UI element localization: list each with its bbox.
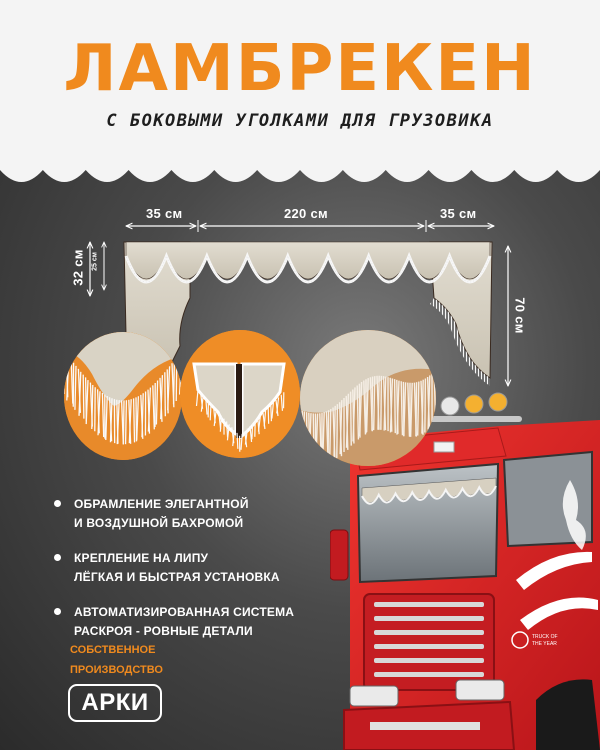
dimension-right: 70 см (512, 297, 528, 334)
feature-line: И ВОЗДУШНОЙ БАХРОМОЙ (74, 516, 244, 530)
bullet-dot-icon (54, 500, 61, 507)
truck-illustration: TRUCK OF THE YEAR (330, 392, 600, 750)
dimension-top-left: 35 см (146, 206, 183, 221)
scalloped-edge (0, 160, 600, 182)
own-production-label: СОБСТВЕННОЕ ПРОИЗВОДСТВО (70, 640, 163, 680)
page-subtitle: С БОКОВЫМИ УГОЛКАМИ ДЛЯ ГРУЗОВИКА (106, 111, 494, 131)
truck-badge-icon (511, 631, 529, 649)
detail-corner-closeup (180, 330, 300, 458)
dimension-left-outer: 32 см (70, 249, 86, 286)
corner-closeup-image (180, 330, 300, 458)
brand-logo: АРКИ (68, 684, 162, 722)
own-production-line2: ПРОИЗВОДСТВО (70, 664, 163, 676)
dimension-top-center: 220 см (284, 206, 328, 221)
bullet-dot-icon (54, 554, 61, 561)
feature-line: РАСКРОЯ - РОВНЫЕ ДЕТАЛИ (74, 624, 253, 638)
own-production-line1: СОБСТВЕННОЕ (70, 644, 156, 656)
dimension-left-inner: 25 см (91, 252, 99, 271)
feature-line: АВТОМАТИЗИРОВАННАЯ СИСТЕМА (74, 605, 295, 619)
texture-closeup-image (300, 330, 436, 466)
bullet-dot-icon (54, 608, 61, 615)
roof-light-icon (488, 392, 508, 412)
header: ЛАМБРЕКЕН С БОКОВЫМИ УГОЛКАМИ ДЛЯ ГРУЗОВ… (0, 0, 600, 170)
truck-badge-line2: THE YEAR (532, 641, 557, 647)
feature-list: ОБРАМЛЕНИЕ ЭЛЕГАНТНОЙ И ВОЗДУШНОЙ БАХРОМ… (50, 495, 340, 657)
feature-line: ЛЁГКАЯ И БЫСТРАЯ УСТАНОВКА (74, 570, 280, 584)
feature-item: КРЕПЛЕНИЕ НА ЛИПУ ЛЁГКАЯ И БЫСТРАЯ УСТАН… (50, 549, 340, 587)
detail-fringe-closeup (64, 332, 182, 460)
dimension-top-right: 35 см (440, 206, 477, 221)
fringe-closeup-image (64, 332, 182, 460)
roof-light-icon (440, 396, 460, 416)
feature-item: АВТОМАТИЗИРОВАННАЯ СИСТЕМА РАСКРОЯ - РОВ… (50, 603, 340, 641)
feature-line: КРЕПЛЕНИЕ НА ЛИПУ (74, 551, 209, 565)
roof-light-icon (464, 394, 484, 414)
page-title: ЛАМБРЕКЕН (63, 32, 537, 106)
feature-line: ОБРАМЛЕНИЕ ЭЛЕГАНТНОЙ (74, 497, 249, 511)
feature-item: ОБРАМЛЕНИЕ ЭЛЕГАНТНОЙ И ВОЗДУШНОЙ БАХРОМ… (50, 495, 340, 533)
truck-badge-line1: TRUCK OF (532, 634, 558, 640)
detail-texture-closeup (300, 330, 436, 466)
